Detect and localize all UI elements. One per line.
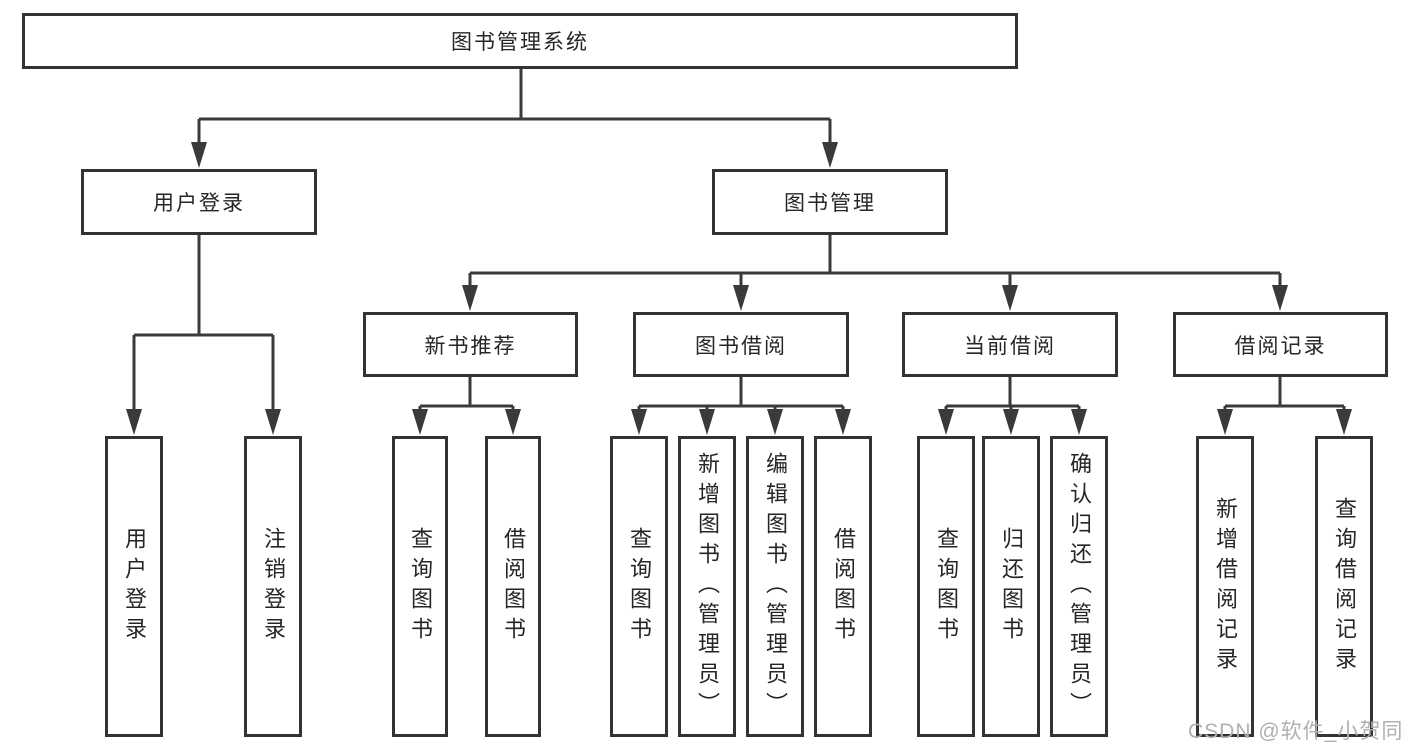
node-leaf-logout: 注销登录 <box>244 436 302 737</box>
node-leaf-borrow-books: 借阅图书 <box>814 436 872 737</box>
node-leaf-add-borrow-record: 新增借阅记录 <box>1196 436 1254 737</box>
node-leaf-query-borrow-record: 查询借阅记录 <box>1315 436 1373 737</box>
connector-strokes <box>132 69 1346 412</box>
node-leaf-edit-book-admin: 编辑图书（管理员） <box>746 436 804 737</box>
node-new-book-recommend: 新书推荐 <box>363 312 578 377</box>
node-library-management-system: 图书管理系统 <box>22 13 1018 69</box>
node-leaf-return-book: 归还图书 <box>982 436 1040 737</box>
node-leaf-borrow-books-recommend: 借阅图书 <box>485 436 541 737</box>
node-leaf-confirm-return-admin: 确认归还（管理员） <box>1050 436 1108 737</box>
node-current-borrow: 当前借阅 <box>902 312 1118 377</box>
node-borrow-records: 借阅记录 <box>1173 312 1388 377</box>
node-leaf-user-login: 用户登录 <box>105 436 163 737</box>
node-leaf-add-book-admin: 新增图书（管理员） <box>678 436 736 737</box>
csdn-watermark: CSDN @软件_小贺同学 <box>1188 720 1405 743</box>
node-user-login: 用户登录 <box>81 169 317 235</box>
node-leaf-query-books-borrow: 查询图书 <box>610 436 668 737</box>
arrowheads <box>126 142 1352 435</box>
node-leaf-query-books-current: 查询图书 <box>917 436 975 737</box>
node-book-management: 图书管理 <box>712 169 948 235</box>
node-leaf-query-books-recommend: 查询图书 <box>392 436 448 737</box>
node-book-borrow: 图书借阅 <box>633 312 849 377</box>
